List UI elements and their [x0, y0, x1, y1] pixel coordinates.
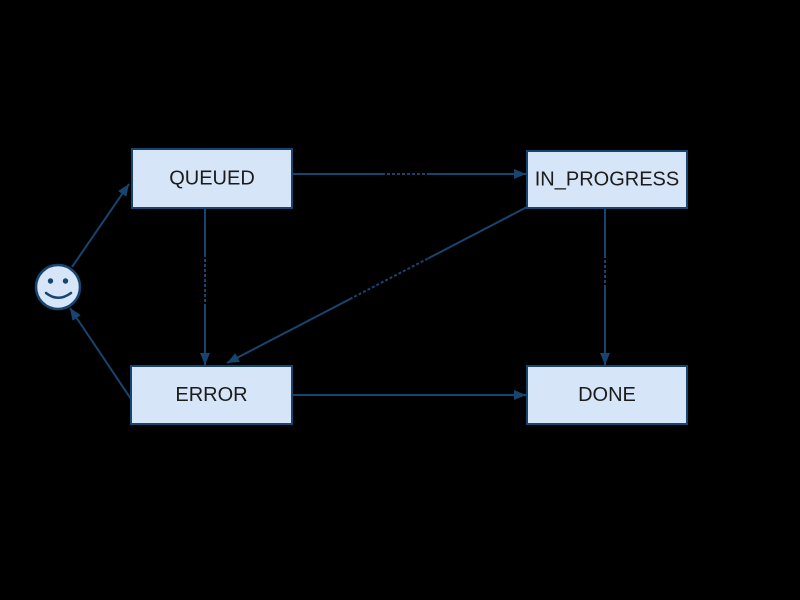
transition-arrow: [226, 206, 528, 364]
state-node-error: ERROR: [130, 365, 293, 425]
hidden-edge-label-marks: [351, 256, 429, 299]
state-label: IN_PROGRESS: [535, 169, 679, 191]
state-node-done: DONE: [526, 365, 688, 425]
edge-ERROR-to-start: [69, 307, 132, 400]
smiley-left-eye: [47, 278, 54, 284]
start-node: [34, 263, 82, 311]
smiley-mouth: [44, 291, 73, 299]
transition-arrow: [71, 183, 130, 268]
state-box: [526, 365, 688, 425]
transition-arrow: [69, 307, 132, 400]
state-box: [130, 365, 293, 425]
state-node-queued: QUEUED: [131, 148, 293, 209]
edge-start-to-QUEUED: [71, 183, 130, 268]
state-box: [526, 150, 688, 209]
state-label: DONE: [578, 384, 636, 406]
state-box: [131, 148, 293, 209]
state-node-in_progress: IN_PROGRESS: [526, 150, 688, 209]
smiley-face-icon: [34, 263, 82, 311]
smiley-right-eye: [62, 278, 69, 284]
edge-IN_PROGRESS-to-ERROR: [226, 206, 528, 364]
state-label: QUEUED: [169, 168, 255, 190]
state-label: ERROR: [175, 384, 247, 406]
